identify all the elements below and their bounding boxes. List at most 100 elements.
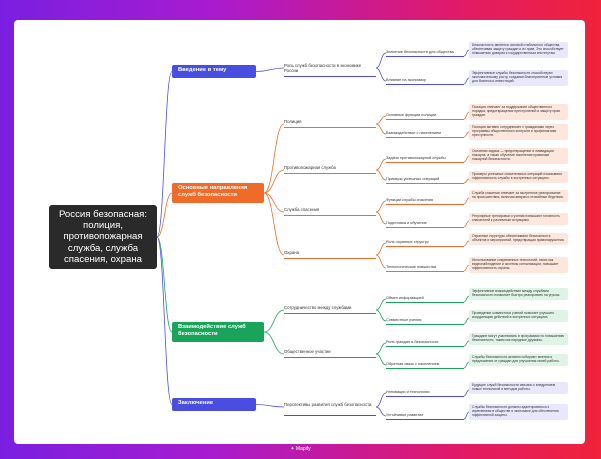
- item-underline: [386, 84, 464, 85]
- mapify-logo-icon: ✦: [290, 446, 296, 452]
- section-3[interactable]: Взаимодействие служб безопасности: [172, 322, 264, 342]
- leaf-note[interactable]: Эффективное взаимодействие между службам…: [469, 288, 568, 300]
- connector-section-sub: [263, 331, 285, 355]
- connector-item-leaf: [463, 77, 470, 85]
- connector-root-section: [156, 236, 173, 405]
- sub-topic[interactable]: Роль служб безопасности в экономике Росс…: [284, 63, 362, 73]
- item-label[interactable]: Роль граждан в безопасности: [386, 340, 439, 344]
- sub-topic[interactable]: Противопожарная служба: [284, 165, 336, 170]
- connector-sub-item: [375, 169, 387, 181]
- item-underline: [386, 396, 464, 397]
- item-underline: [386, 137, 464, 138]
- sub-topic[interactable]: Общественное участие: [284, 349, 331, 354]
- connector-root-section: [156, 192, 173, 238]
- footer-brand-label: Mapify: [295, 446, 311, 452]
- leaf-note[interactable]: Охранные структуры обеспечивают безопасн…: [469, 233, 568, 245]
- item-label[interactable]: Основные функции полиции: [386, 113, 437, 117]
- connector-section-sub: [263, 123, 285, 194]
- sub-topic[interactable]: Служба спасения: [284, 207, 320, 212]
- item-label[interactable]: Технологические новшества: [386, 265, 437, 269]
- leaf-note[interactable]: Граждане могут участвовать в программах …: [469, 333, 568, 345]
- item-underline: [386, 302, 464, 303]
- connector-sub-item: [375, 342, 387, 355]
- item-label[interactable]: Обратная связь с населением: [386, 362, 440, 366]
- item-label[interactable]: Устойчивое развитие: [386, 413, 424, 417]
- sub-topic[interactable]: Полиция: [284, 119, 302, 124]
- connector-sub-item: [375, 211, 387, 225]
- item-label[interactable]: Взаимодействие с населением: [386, 131, 441, 135]
- item-label[interactable]: Функции службы спасения: [386, 198, 433, 202]
- sub-topic[interactable]: Охрана: [284, 250, 299, 255]
- leaf-note[interactable]: Эффективные службы безопасности способст…: [469, 70, 568, 86]
- item-label[interactable]: Совместные учения: [386, 318, 422, 322]
- item-underline: [386, 227, 464, 228]
- mindmap-canvas[interactable]: Россия безопасная: полиция, противопожар…: [14, 20, 585, 444]
- leaf-note[interactable]: Регулярные тренировки и учения повышают …: [469, 213, 568, 225]
- leaf-note[interactable]: Безопасность является основой стабильног…: [469, 42, 568, 58]
- leaf-note[interactable]: Основная задача — предотвращение и ликви…: [469, 148, 568, 164]
- leaf-note[interactable]: Полиция активно сотрудничает с гражданам…: [469, 124, 568, 140]
- section-1[interactable]: Введение в тему: [172, 65, 256, 78]
- leaf-note[interactable]: Полиция отвечает за поддержание обществе…: [469, 104, 568, 120]
- connector-item-leaf: [463, 178, 470, 184]
- leaf-note[interactable]: Проведение совместных учений помогает ул…: [469, 310, 568, 322]
- connector-sub-item: [375, 115, 387, 125]
- item-label[interactable]: Задачи противопожарной службы: [386, 156, 446, 160]
- connector-sub-item: [375, 298, 387, 311]
- connector-item-leaf: [463, 220, 470, 228]
- item-underline: [386, 183, 464, 184]
- connector-item-leaf: [463, 264, 470, 272]
- connector-item-leaf: [463, 49, 470, 57]
- leaf-note[interactable]: Будущее служб безопасности связано с вне…: [469, 382, 568, 394]
- leaf-note[interactable]: Службы безопасности должны адаптироватьс…: [469, 404, 568, 420]
- sub-underline: [284, 313, 376, 314]
- item-label[interactable]: Обмен информацией: [386, 296, 424, 300]
- connector-sub-item: [375, 406, 387, 417]
- connector-item-leaf: [463, 155, 470, 163]
- item-label[interactable]: Инновации и технологии: [386, 390, 430, 394]
- item-label[interactable]: Влияние на экономику: [386, 78, 426, 82]
- section-4[interactable]: Заключение: [172, 398, 256, 411]
- section-2[interactable]: Основные направления служб безопасности: [172, 183, 264, 203]
- connector-item-leaf: [463, 240, 470, 247]
- sub-underline: [284, 258, 376, 259]
- connector-sub-item: [375, 353, 387, 366]
- footer-brand: ✦ Mapify: [0, 446, 601, 452]
- connector-sub-item: [375, 242, 387, 256]
- connector-sub-item: [375, 52, 387, 69]
- connector-item-leaf: [463, 340, 470, 347]
- connector-sub-item: [375, 392, 387, 408]
- leaf-note[interactable]: Служба спасения отвечает за экстренное р…: [469, 190, 568, 202]
- connector-item-leaf: [463, 111, 470, 120]
- item-underline: [386, 346, 464, 347]
- connector-section-sub: [263, 169, 285, 194]
- connector-sub-item: [375, 123, 387, 135]
- sub-underline: [284, 127, 376, 128]
- item-label[interactable]: Подготовка и обучение: [386, 221, 427, 225]
- leaf-note[interactable]: Службы безопасности активно собирают мне…: [469, 354, 568, 366]
- connector-item-leaf: [463, 197, 470, 205]
- sub-underline: [284, 415, 376, 416]
- connector-sub-item: [375, 200, 387, 213]
- sub-underline: [284, 357, 376, 358]
- item-underline: [386, 119, 464, 120]
- sub-underline: [284, 76, 376, 77]
- connector-sub-item: [375, 254, 387, 269]
- item-label[interactable]: Значение безопасности для общества: [386, 50, 454, 54]
- sub-topic[interactable]: Сотрудничество между службами: [284, 305, 352, 310]
- connector-item-leaf: [463, 295, 470, 303]
- item-underline: [386, 419, 464, 420]
- item-label[interactable]: Роль охранных структур: [386, 240, 429, 244]
- connector-section-sub: [255, 67, 285, 72]
- connector-root-section: [156, 236, 173, 333]
- root-topic[interactable]: Россия безопасная: полиция, противопожар…: [49, 205, 157, 269]
- leaf-note[interactable]: Использование современных технологий, та…: [469, 257, 568, 273]
- item-label[interactable]: Примеры успешных операций: [386, 177, 440, 181]
- leaf-note[interactable]: Примеры успешных спасательных операций п…: [469, 171, 568, 183]
- item-underline: [386, 162, 464, 163]
- sub-topic[interactable]: Перспективы развития служб безопасности: [284, 402, 372, 407]
- connector-sub-item: [375, 309, 387, 322]
- sub-underline: [284, 215, 376, 216]
- connector-item-leaf: [463, 361, 470, 369]
- connector-item-leaf: [463, 317, 470, 325]
